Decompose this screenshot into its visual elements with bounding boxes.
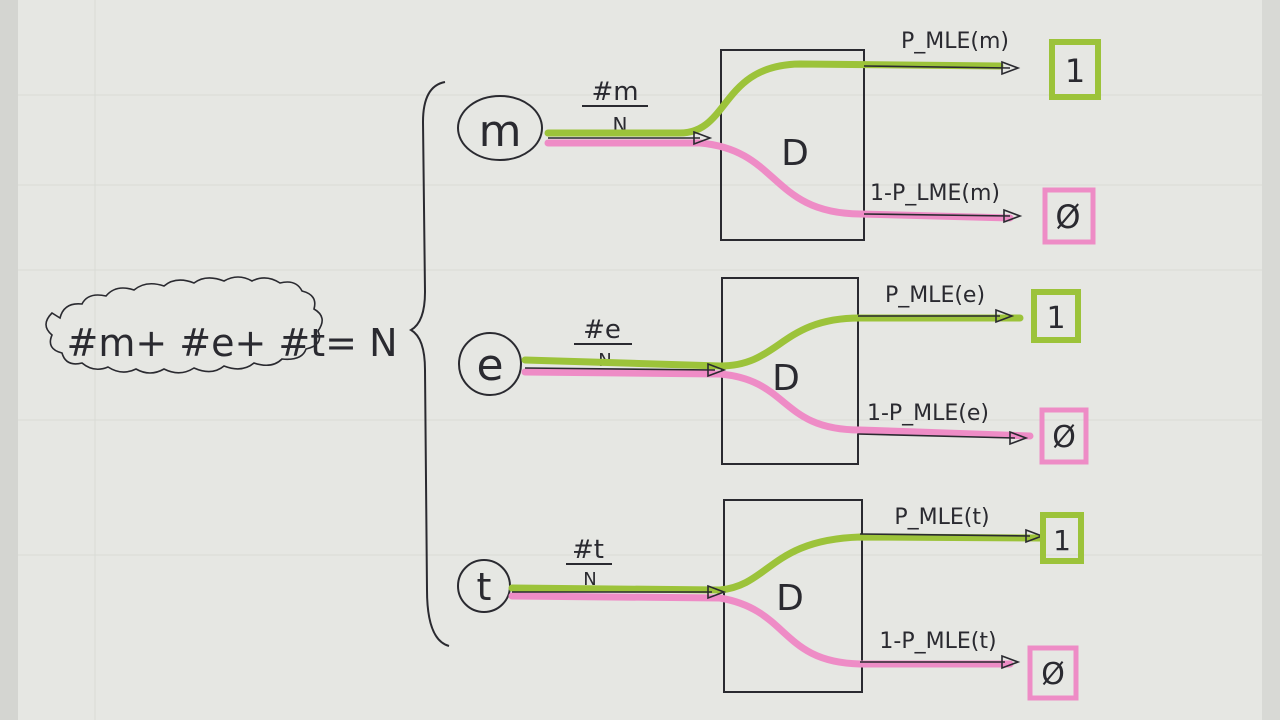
input-symbol-t: t — [477, 565, 492, 609]
output-empty-box-t — [1027, 645, 1079, 701]
ink-input-line-e — [524, 367, 716, 371]
output-one-e: 1 — [1046, 301, 1065, 336]
lower-arrowhead-t — [1001, 654, 1021, 670]
page-fold-shadow — [0, 0, 18, 720]
fraction-numerator-m: #m — [591, 77, 638, 107]
pink-path-t — [508, 592, 1014, 668]
green-path-t — [508, 533, 1044, 594]
lower-prob-label-e: 1-P_MLE(e) — [867, 401, 989, 426]
input-arrowhead-m — [693, 130, 713, 146]
output-one-box-t — [1040, 512, 1084, 564]
cloud-outline — [45, 276, 323, 374]
output-empty-m: Ø — [1055, 198, 1080, 236]
row-e: e #e N D P_MLE(e) 1-P_MLE(e) 1 Ø — [458, 277, 1089, 465]
output-empty-t: Ø — [1041, 657, 1065, 692]
input-symbol-e: e — [476, 340, 503, 391]
pink-path-e — [521, 368, 1034, 440]
green-path-e — [521, 314, 1024, 370]
ink-lower-line-e — [857, 433, 1016, 439]
input-node-m — [457, 95, 543, 161]
pink-path-m — [544, 139, 1014, 222]
lower-arrowhead-e — [1009, 430, 1029, 446]
decision-label-e: D — [772, 358, 800, 399]
lower-prob-label-t: 1-P_MLE(t) — [879, 629, 996, 654]
ink-upper-line-m — [863, 65, 1011, 69]
upper-arrowhead-e — [995, 308, 1015, 324]
page-edge-shadow — [1262, 0, 1280, 720]
green-path-m — [544, 60, 1004, 137]
upper-prob-label-m: P_MLE(m) — [901, 29, 1009, 54]
equation-cloud: #m+ #e+ #t= N — [45, 276, 398, 374]
ink-lower-line-m — [863, 213, 1011, 217]
upper-prob-label-t: P_MLE(t) — [894, 505, 989, 530]
output-empty-box-e — [1039, 407, 1089, 465]
row-m: m #m N D P_MLE(m) 1-P_LME(m) 1 Ø — [457, 29, 1101, 245]
output-one-box-e — [1031, 289, 1081, 343]
input-node-e — [458, 332, 522, 396]
equation-text: #m+ #e+ #t= N — [67, 321, 398, 365]
input-symbol-m: m — [479, 106, 522, 157]
decision-label-t: D — [776, 578, 804, 619]
upper-prob-label-e: P_MLE(e) — [885, 283, 985, 308]
curly-brace — [408, 81, 450, 647]
upper-arrowhead-t — [1025, 528, 1045, 544]
output-one-box-m — [1049, 39, 1101, 100]
fraction-denominator-t: N — [583, 569, 596, 590]
output-one-m: 1 — [1065, 52, 1085, 90]
decision-label-m: D — [781, 133, 809, 174]
output-empty-box-m — [1042, 187, 1096, 245]
lower-prob-label-m: 1-P_LME(m) — [870, 181, 1000, 206]
fraction-numerator-e: #e — [583, 315, 621, 345]
input-arrowhead-t — [707, 584, 727, 600]
upper-arrowhead-m — [1001, 60, 1021, 76]
lower-arrowhead-m — [1003, 208, 1023, 224]
ink-upper-line-t — [859, 533, 1031, 537]
input-arrowhead-e — [707, 362, 727, 378]
output-empty-e: Ø — [1052, 420, 1076, 455]
fraction-numerator-t: #t — [572, 535, 604, 565]
row-t: t #t N D P_MLE(t) 1-P_MLE(t) 1 Ø — [457, 499, 1084, 701]
output-one-t: 1 — [1053, 524, 1071, 557]
